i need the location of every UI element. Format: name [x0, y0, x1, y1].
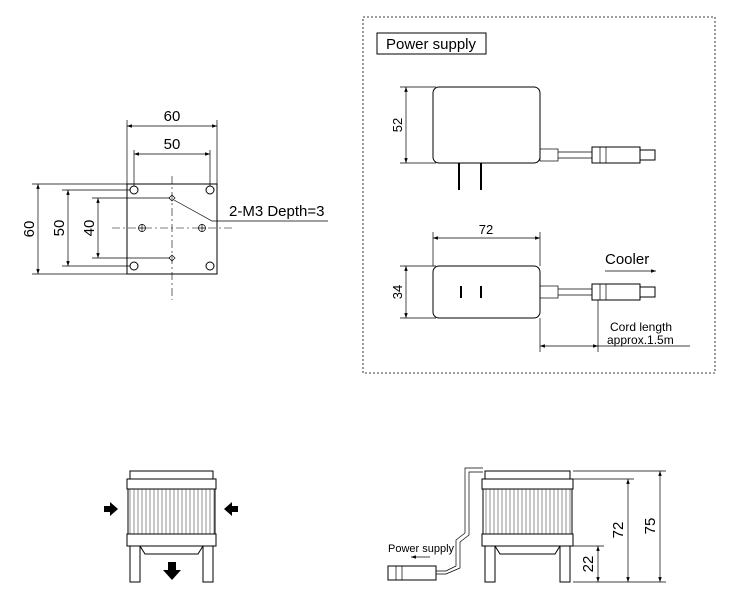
- tapped-hole-bottom: [168, 254, 176, 262]
- cooler-base: [126, 533, 217, 547]
- dim-outer-width: 60: [164, 108, 181, 125]
- dim-outer-height: 60: [21, 221, 38, 238]
- corner-hole: [205, 261, 215, 271]
- airflow-in-right-icon: [224, 502, 238, 516]
- cooler-top-cap-side: [484, 470, 571, 480]
- cord-length-label: Cord length: [610, 320, 672, 334]
- screw-note-leader: [173, 199, 328, 222]
- cord-length-value: approx.1.5m: [607, 333, 674, 347]
- cooler-frame-top-side: [481, 478, 574, 490]
- heatsink-fins-side: [482, 488, 573, 535]
- output-label: Cooler: [605, 251, 649, 268]
- power-supply-frame: [362, 16, 716, 374]
- tapped-hole-top: [168, 194, 176, 202]
- airflow-out-down-icon: [163, 562, 181, 580]
- cooler-frame-top: [126, 478, 217, 490]
- adapter-body-side: [432, 86, 541, 164]
- cable-strain-relief: [539, 148, 559, 162]
- side-power-supply-label: Power supply: [388, 543, 455, 555]
- cooler-leg: [129, 545, 141, 583]
- dim-leg-height: 22: [580, 556, 597, 573]
- dim-ps-depth: 34: [390, 285, 405, 299]
- cooler-leg-side: [559, 545, 571, 583]
- cooler-base-side: [481, 533, 574, 547]
- cooler-leg: [202, 545, 214, 583]
- screw-note: 2-M3 Depth=3: [229, 203, 324, 220]
- cooler-top-cap: [129, 470, 214, 480]
- dim-ps-width: 72: [479, 222, 493, 237]
- top-view: 60 50 60 50 40 2-M3 Depth=3: [21, 108, 328, 300]
- cooler-leg-side: [484, 545, 496, 583]
- corner-hole: [129, 261, 139, 271]
- side-view: Power supply 75 72 22: [387, 467, 666, 583]
- power-supply-panel: Power supply 52 72: [362, 16, 716, 374]
- power-supply-title-box: [376, 32, 487, 55]
- cooler-bottom-plate: [139, 545, 204, 555]
- corner-hole: [205, 185, 215, 195]
- dim-screw-pitch: 40: [81, 220, 98, 237]
- dim-hole-height: 50: [51, 220, 68, 237]
- dim-total-height: 75: [642, 518, 659, 535]
- dc-connector-tip: [639, 149, 656, 161]
- corner-hole: [129, 185, 139, 195]
- power-supply-title: Power supply: [386, 36, 477, 53]
- heatsink-fins: [127, 488, 216, 535]
- screw-mark: [138, 224, 146, 232]
- dim-body-height: 72: [610, 522, 627, 539]
- adapter-body-bottom: [432, 265, 541, 319]
- cable-connector: [387, 565, 437, 581]
- front-view: [104, 470, 238, 583]
- dim-ps-height: 52: [390, 118, 405, 132]
- screw-mark: [198, 224, 206, 232]
- airflow-in-left-icon: [104, 502, 118, 516]
- dc-connector-lower: [591, 283, 641, 301]
- dim-hole-width: 50: [164, 136, 181, 153]
- dc-connector: [591, 146, 641, 164]
- power-cable: [436, 467, 483, 572]
